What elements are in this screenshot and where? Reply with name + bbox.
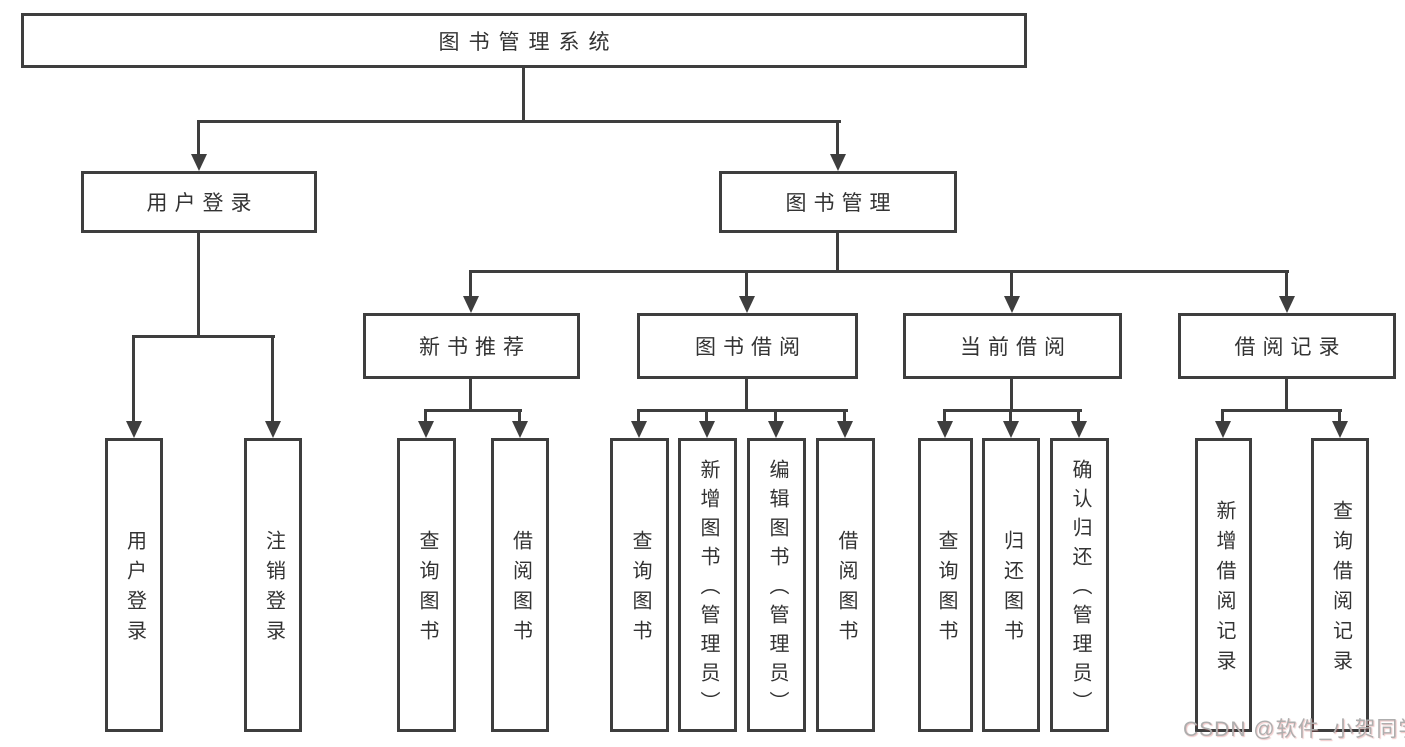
node-label: 借阅记录 <box>1234 336 1347 359</box>
leaf-label: 编辑图书（管理员） <box>766 459 788 720</box>
connector-line <box>943 409 1082 412</box>
arrowhead-icon <box>463 296 479 313</box>
connector-line <box>943 409 946 423</box>
connector-line <box>197 120 200 156</box>
connector-line <box>745 270 748 298</box>
arrowhead-icon <box>1215 421 1231 438</box>
arrowhead-icon <box>418 421 434 438</box>
arrowhead-icon <box>512 421 528 438</box>
connector-line <box>843 409 846 423</box>
connector-line <box>424 409 522 412</box>
leaf-label: 借阅图书 <box>509 530 532 650</box>
connector-line <box>637 409 640 423</box>
leaf-confirm-return-admin: 确认归还（管理员） <box>1050 438 1109 732</box>
arrowhead-icon <box>830 154 846 171</box>
node-label: 用户登录 <box>146 192 259 215</box>
leaf-label: 查询图书 <box>629 530 651 650</box>
arrowhead-icon <box>937 421 953 438</box>
connector-line <box>1221 409 1224 423</box>
connector-line <box>132 335 135 423</box>
connector-line <box>836 233 839 273</box>
connector-line <box>197 120 841 123</box>
connector-line <box>1010 379 1013 412</box>
connector-line <box>836 120 839 156</box>
leaf-label: 归还图书 <box>1000 530 1023 650</box>
arrowhead-icon <box>265 421 281 438</box>
leaf-borrow-books-recommend: 借阅图书 <box>491 438 549 732</box>
connector-line <box>1077 409 1080 423</box>
connector-line <box>518 409 521 423</box>
leaf-return-books: 归还图书 <box>982 438 1040 732</box>
connector-line <box>132 335 275 338</box>
connector-line <box>1285 379 1288 412</box>
connector-line <box>637 409 848 412</box>
arrowhead-icon <box>699 421 715 438</box>
node-library-management-system: 图书管理系统 <box>21 13 1027 68</box>
arrowhead-icon <box>191 154 207 171</box>
connector-line <box>424 409 427 423</box>
leaf-label: 借阅图书 <box>835 530 857 650</box>
arrowhead-icon <box>1332 421 1348 438</box>
arrowhead-icon <box>1004 296 1020 313</box>
leaf-user-login: 用户登录 <box>105 438 163 732</box>
connector-line <box>522 68 525 122</box>
csdn-watermark: CSDN @软件_小贺同学 <box>1183 718 1405 741</box>
arrowhead-icon <box>126 421 142 438</box>
connector-line <box>197 233 200 338</box>
leaf-label: 查询图书 <box>416 530 438 650</box>
node-new-book-recommendation: 新书推荐 <box>363 313 580 379</box>
node-label: 新书推荐 <box>419 336 531 359</box>
node-book-borrowing: 图书借阅 <box>637 313 858 379</box>
leaf-query-borrow-record: 查询借阅记录 <box>1311 438 1369 732</box>
leaf-label: 新增图书（管理员） <box>697 459 719 720</box>
leaf-logout: 注销登录 <box>244 438 302 732</box>
arrowhead-icon <box>768 421 784 438</box>
connector-line <box>271 335 274 423</box>
leaf-label: 确认归还（管理员） <box>1069 459 1091 720</box>
node-label: 当前借阅 <box>960 336 1072 359</box>
node-user-login: 用户登录 <box>81 171 317 233</box>
arrowhead-icon <box>1071 421 1087 438</box>
leaf-label: 查询图书 <box>935 530 957 650</box>
node-current-borrowing: 当前借阅 <box>903 313 1122 379</box>
node-label: 图书管理 <box>785 192 898 215</box>
connector-line <box>1009 409 1012 423</box>
leaf-query-books-current: 查询图书 <box>918 438 973 732</box>
leaf-query-books-recommend: 查询图书 <box>397 438 456 732</box>
leaf-label: 新增借阅记录 <box>1213 500 1235 680</box>
arrowhead-icon <box>1279 296 1295 313</box>
node-borrowing-records: 借阅记录 <box>1178 313 1396 379</box>
connector-line <box>705 409 708 423</box>
connector-line <box>1285 270 1288 298</box>
leaf-borrow-books: 借阅图书 <box>816 438 875 732</box>
connector-line <box>1338 409 1341 423</box>
leaf-label: 查询借阅记录 <box>1329 500 1352 680</box>
connector-line <box>774 409 777 423</box>
node-label: 图书管理系统 <box>438 30 619 54</box>
node-book-management: 图书管理 <box>719 171 957 233</box>
connector-line <box>1221 409 1342 412</box>
leaf-label: 注销登录 <box>262 530 285 650</box>
connector-line <box>469 270 1289 273</box>
leaf-add-borrow-record: 新增借阅记录 <box>1195 438 1252 732</box>
connector-line <box>1010 270 1013 298</box>
arrowhead-icon <box>837 421 853 438</box>
connector-line <box>745 379 748 412</box>
arrowhead-icon <box>1003 421 1019 438</box>
leaf-label: 用户登录 <box>123 530 146 650</box>
leaf-add-books-admin: 新增图书（管理员） <box>678 438 737 732</box>
leaf-edit-books-admin: 编辑图书（管理员） <box>747 438 806 732</box>
connector-line <box>469 270 472 298</box>
arrowhead-icon <box>631 421 647 438</box>
leaf-query-books-borrowing: 查询图书 <box>610 438 669 732</box>
arrowhead-icon <box>739 296 755 313</box>
connector-line <box>469 379 472 412</box>
node-label: 图书借阅 <box>695 336 807 359</box>
